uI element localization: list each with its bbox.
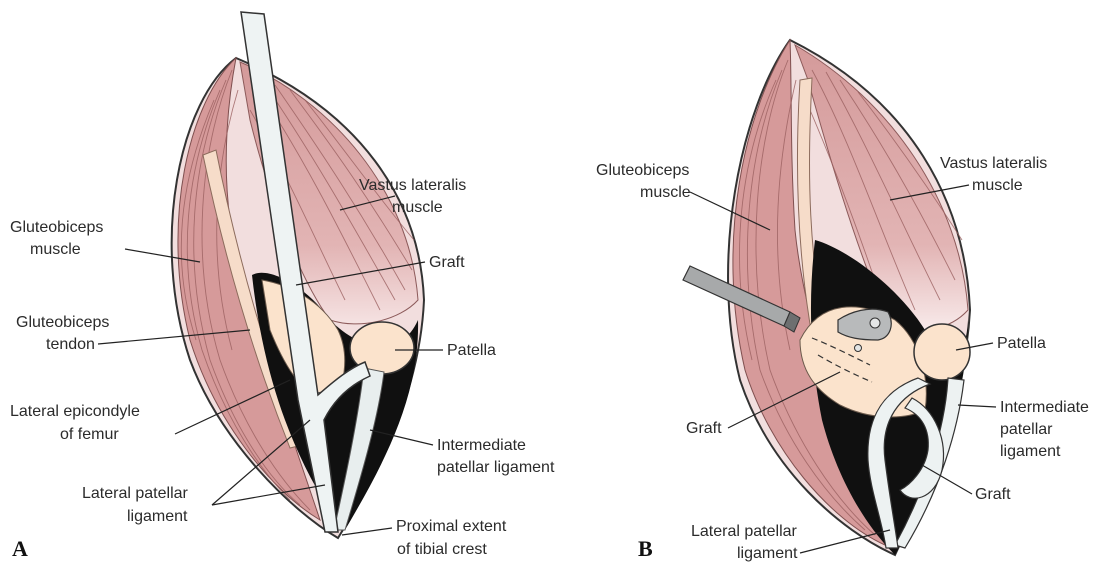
label-vastus-b-1: Vastus lateralis [940, 155, 1047, 172]
label-patella-a: Patella [447, 342, 496, 359]
panel-a-illustration [172, 12, 424, 538]
label-vastus-b-2: muscle [972, 177, 1023, 194]
label-vastus-a-2: muscle [392, 199, 443, 216]
label-intermediate-a-2: patellar ligament [437, 459, 555, 476]
label-lateral-b-1: Lateral patellar [691, 523, 798, 540]
label-graft-a: Graft [429, 254, 465, 271]
label-glut-tendon-a-2: tendon [46, 336, 95, 353]
label-glut-muscle-a-2: muscle [30, 241, 81, 258]
label-tibial-a-2: of tibial crest [397, 541, 487, 558]
leader-intermediate-b [958, 405, 996, 407]
label-epicondyle-a-1: Lateral epicondyle [10, 403, 140, 420]
label-graft-right-b: Graft [975, 486, 1011, 503]
label-graft-left-b: Graft [686, 420, 722, 437]
label-lateral-b-2: ligament [737, 545, 798, 562]
label-glut-muscle-a-1: Gluteobiceps [10, 219, 103, 236]
label-epicondyle-a-2: of femur [60, 426, 119, 443]
label-intermediate-b-1: Intermediate [1000, 399, 1089, 416]
panel-letter-a: A [12, 536, 28, 561]
label-glut-b-1: Gluteobiceps [596, 162, 689, 179]
label-lateral-lig-a-1: Lateral patellar [82, 485, 189, 502]
panel-b-illustration [683, 40, 970, 555]
label-tibial-a-1: Proximal extent [396, 518, 507, 535]
leader-tibial-a [342, 528, 392, 535]
label-lateral-lig-a-2: ligament [127, 508, 188, 525]
label-intermediate-b-2: patellar [1000, 421, 1053, 438]
patella-b [914, 324, 970, 380]
label-vastus-a-1: Vastus lateralis [359, 177, 466, 194]
label-glut-b-2: muscle [640, 184, 691, 201]
label-patella-b: Patella [997, 335, 1046, 352]
label-intermediate-b-3: ligament [1000, 443, 1061, 460]
label-glut-tendon-a-1: Gluteobiceps [16, 314, 109, 331]
panel-letter-b: B [638, 536, 653, 561]
label-intermediate-a-1: Intermediate [437, 437, 526, 454]
